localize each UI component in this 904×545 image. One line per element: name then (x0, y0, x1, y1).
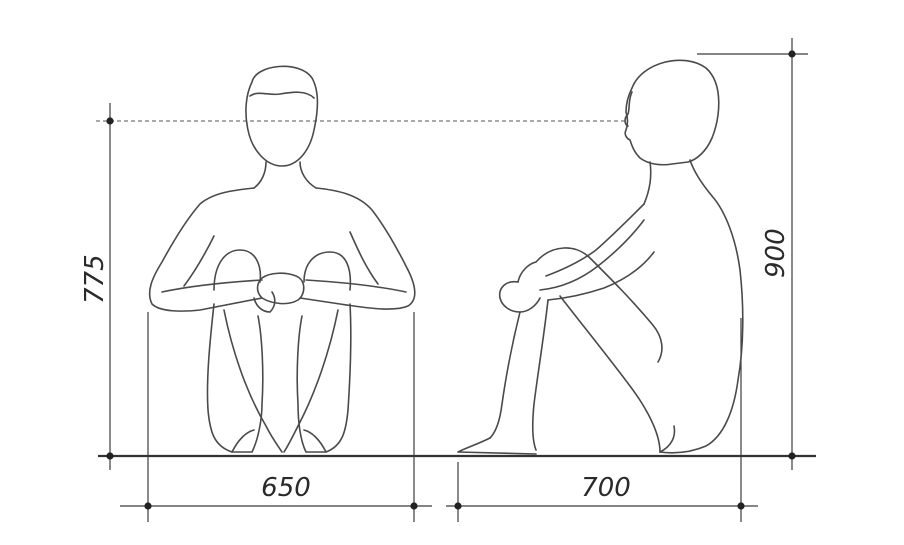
side-depth-dimension: 700 (446, 318, 758, 522)
front-width-dimension: 650 (120, 312, 432, 522)
front-width-label: 650 (261, 473, 311, 503)
eye-height-label: 775 (80, 254, 110, 304)
side-shin (489, 311, 521, 439)
ground-dot-left (106, 452, 114, 460)
ground-dot-right (788, 452, 796, 460)
side-arm (539, 219, 645, 291)
side-back (659, 195, 744, 454)
eye-level-dot (106, 117, 114, 125)
front-right-arm (299, 187, 416, 310)
front-view-figure (148, 65, 416, 453)
front-hands (256, 272, 305, 305)
total-height-dimension: 900 (697, 38, 808, 470)
side-thigh (535, 247, 663, 363)
side-view-figure (457, 59, 744, 455)
side-depth-label: 700 (581, 473, 631, 503)
front-left-arm (148, 187, 263, 312)
front-head (245, 65, 319, 167)
side-head (624, 59, 720, 166)
total-height-label: 900 (761, 228, 791, 278)
eye-height-dimension: 775 (80, 103, 114, 470)
head-top-dot (788, 50, 796, 58)
